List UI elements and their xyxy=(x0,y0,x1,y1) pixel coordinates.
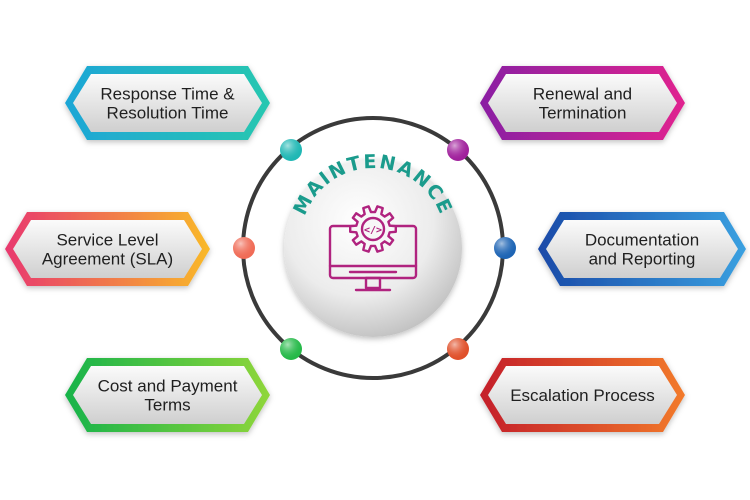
node-response-time: Response Time &Resolution Time xyxy=(65,66,270,140)
node-escalation: Escalation Process xyxy=(480,358,685,432)
node-escalation-inner xyxy=(488,366,677,424)
node-response-time-label: Response Time & xyxy=(100,85,235,104)
center-disc xyxy=(284,159,462,337)
node-escalation-label: Escalation Process xyxy=(510,386,655,405)
node-response-time-label: Resolution Time xyxy=(107,104,229,123)
node-renewal-label: Termination xyxy=(539,104,627,123)
node-sla-inner xyxy=(13,220,202,278)
svg-text:</>: </> xyxy=(364,225,382,236)
node-sla-label: Agreement (SLA) xyxy=(42,250,173,269)
node-documentation-inner xyxy=(546,220,738,278)
node-documentation-label: and Reporting xyxy=(589,250,696,269)
node-cost-label: Cost and Payment xyxy=(98,377,238,396)
node-cost-inner xyxy=(73,366,262,424)
node-documentation-label: Documentation xyxy=(585,231,699,250)
computer-code-gear-icon: </> xyxy=(328,205,418,292)
node-cost-label: Terms xyxy=(144,396,190,415)
node-renewal-label: Renewal and xyxy=(533,85,632,104)
node-response-time-inner xyxy=(73,74,262,132)
node-renewal-inner xyxy=(488,74,677,132)
node-sla-label: Service Level xyxy=(56,231,158,250)
